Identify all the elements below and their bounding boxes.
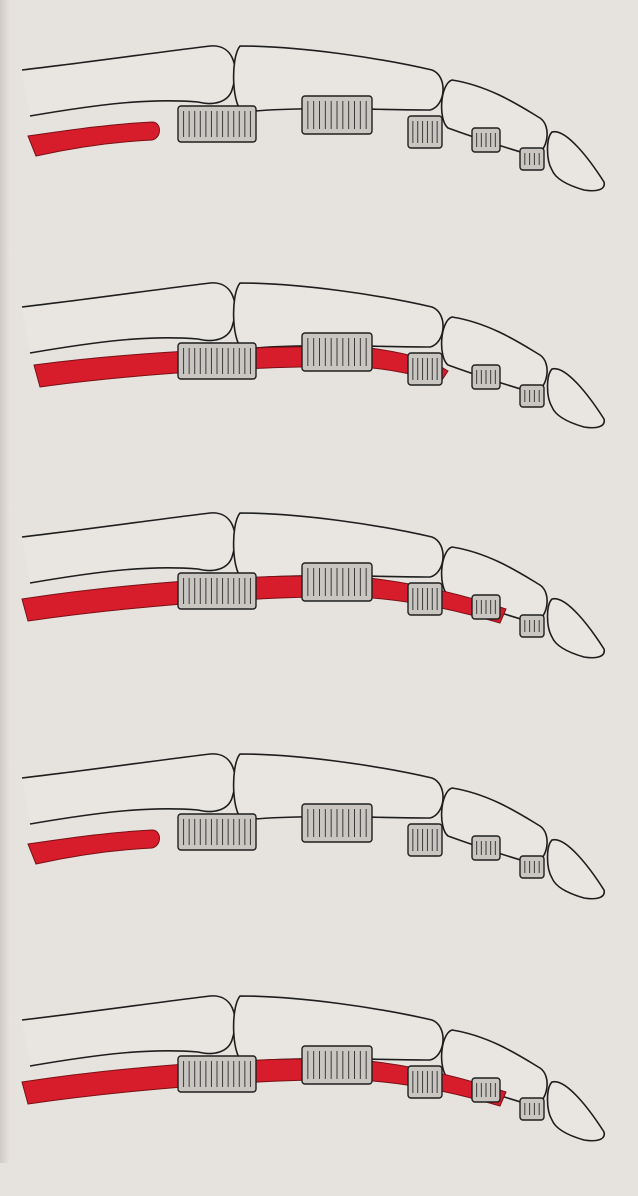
panel-3 <box>0 477 638 709</box>
distal-phalanx-bone <box>548 132 605 191</box>
flexor-tendon <box>28 830 160 864</box>
a3-pulley <box>302 333 372 371</box>
tendon-diagram-figure <box>0 0 638 1163</box>
a4-pulley <box>408 824 442 856</box>
distal-pulley <box>520 615 544 637</box>
a5-pulley <box>472 595 500 619</box>
panel-4 <box>0 718 638 950</box>
distal-phalanx-bone <box>548 369 605 428</box>
distal-pulley <box>520 1098 544 1120</box>
a4-pulley <box>408 1066 442 1098</box>
a3-pulley <box>302 1046 372 1084</box>
a2-pulley <box>178 343 256 379</box>
finger-diagram-5 <box>0 960 638 1192</box>
a2-pulley <box>178 106 256 142</box>
distal-phalanx-bone <box>548 1082 605 1141</box>
finger-diagram-1 <box>0 10 638 242</box>
distal-pulley <box>520 385 544 407</box>
a5-pulley <box>472 128 500 152</box>
a2-pulley <box>178 814 256 850</box>
a2-pulley <box>178 1056 256 1092</box>
finger-diagram-3 <box>0 477 638 709</box>
a5-pulley <box>472 1078 500 1102</box>
a3-pulley <box>302 563 372 601</box>
a2-pulley <box>178 573 256 609</box>
panel-1 <box>0 10 638 242</box>
finger-diagram-2 <box>0 247 638 479</box>
a5-pulley <box>472 365 500 389</box>
panel-2 <box>0 247 638 479</box>
a4-pulley <box>408 583 442 615</box>
flexor-tendon <box>28 122 160 156</box>
a3-pulley <box>302 96 372 134</box>
a4-pulley <box>408 353 442 385</box>
a3-pulley <box>302 804 372 842</box>
distal-phalanx-bone <box>548 599 605 658</box>
a4-pulley <box>408 116 442 148</box>
a5-pulley <box>472 836 500 860</box>
panel-5 <box>0 960 638 1192</box>
distal-pulley <box>520 148 544 170</box>
distal-pulley <box>520 856 544 878</box>
finger-diagram-4 <box>0 718 638 950</box>
distal-phalanx-bone <box>548 840 605 899</box>
